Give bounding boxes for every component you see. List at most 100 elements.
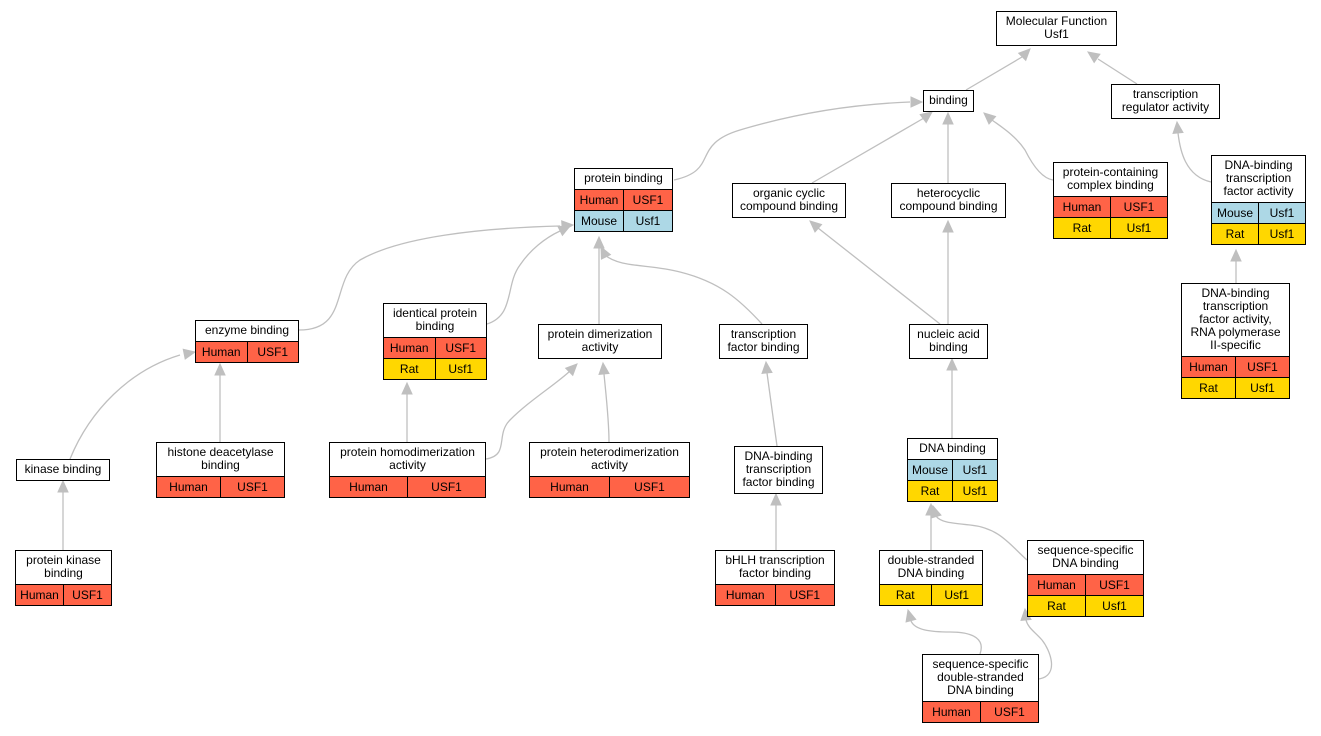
edge-kinb-to-enzb (69, 348, 197, 460)
gene-symbol: Usf1 (434, 359, 487, 379)
arrowhead-icon (930, 504, 942, 519)
node-title-line: kinase binding (24, 462, 102, 476)
node-kinase-binding[interactable]: kinase binding (16, 459, 110, 481)
node-title-line: compound binding (739, 199, 839, 213)
arrowhead-icon (946, 357, 958, 371)
species-name: Mouse (1216, 205, 1254, 220)
edge-occb-to-binding (811, 111, 933, 184)
node-title-line: identical protein (392, 306, 478, 320)
gene-symbol: USF1 (980, 702, 1038, 722)
node-title-line: DNA binding (947, 683, 1014, 697)
gene-symbol: Usf1 (952, 460, 997, 480)
gene-symbol: USF1 (63, 585, 111, 605)
node-title-line: double-stranded (887, 553, 975, 567)
species-name: Human (725, 587, 765, 602)
node-title-line: regulator activity (1121, 100, 1210, 114)
node-title-line: DNA binding (919, 441, 986, 455)
edge-ipb-to-protbind (486, 225, 572, 325)
species-name: Human (932, 704, 971, 719)
edge-tra-to-root (1087, 51, 1138, 85)
node-title-line: RNA polymerase (1190, 325, 1281, 339)
gene-symbol: Usf1 (1235, 378, 1289, 398)
edge-nab-to-occb (809, 220, 941, 325)
arrowhead-icon (1087, 51, 1101, 64)
species-name: Rat (1047, 598, 1066, 613)
species-row: Mouse Usf1 (1212, 202, 1305, 223)
arrowhead-icon (1172, 120, 1184, 134)
gene-symbol: USF1 (220, 477, 284, 497)
node-title-line: binding (929, 93, 968, 107)
node-title-line: Usf1 (1044, 27, 1069, 41)
gene-symbol: USF1 (1235, 357, 1289, 377)
species-name: Mouse (580, 213, 618, 228)
node-title-line: factor activity (1223, 184, 1294, 198)
edge-binding-to-root (965, 48, 1031, 91)
node-title-line: compound binding (899, 199, 998, 213)
node-title-line: protein kinase (26, 553, 101, 567)
gene-symbol: Usf1 (1110, 218, 1167, 238)
node-title-line: transcription (745, 462, 812, 476)
edge-dbtfb-to-tfb (761, 360, 778, 447)
edge-protbind-to-binding (673, 96, 924, 181)
species-name: Rat (895, 587, 915, 602)
node-title-line: sequence-specific (1037, 543, 1134, 557)
gene-symbol: USF1 (609, 477, 689, 497)
edge-ssdb-to-dnab (930, 504, 1028, 561)
node-binding[interactable]: binding (923, 90, 974, 112)
node-title-line: protein binding (584, 171, 663, 185)
gene-symbol: USF1 (1110, 197, 1167, 217)
node-title-line: binding (44, 566, 83, 580)
arrowhead-icon (598, 361, 610, 375)
edge-nab-to-hcb (942, 219, 954, 324)
node-title-line: heterocyclic (916, 186, 981, 200)
edge-pkb-to-kinb (57, 479, 69, 550)
node-title-line: complex binding (1067, 178, 1154, 192)
gene-symbol: Usf1 (1258, 203, 1305, 223)
node-title-line: activity (591, 458, 628, 472)
node-title-line: DNA-binding (744, 449, 813, 463)
